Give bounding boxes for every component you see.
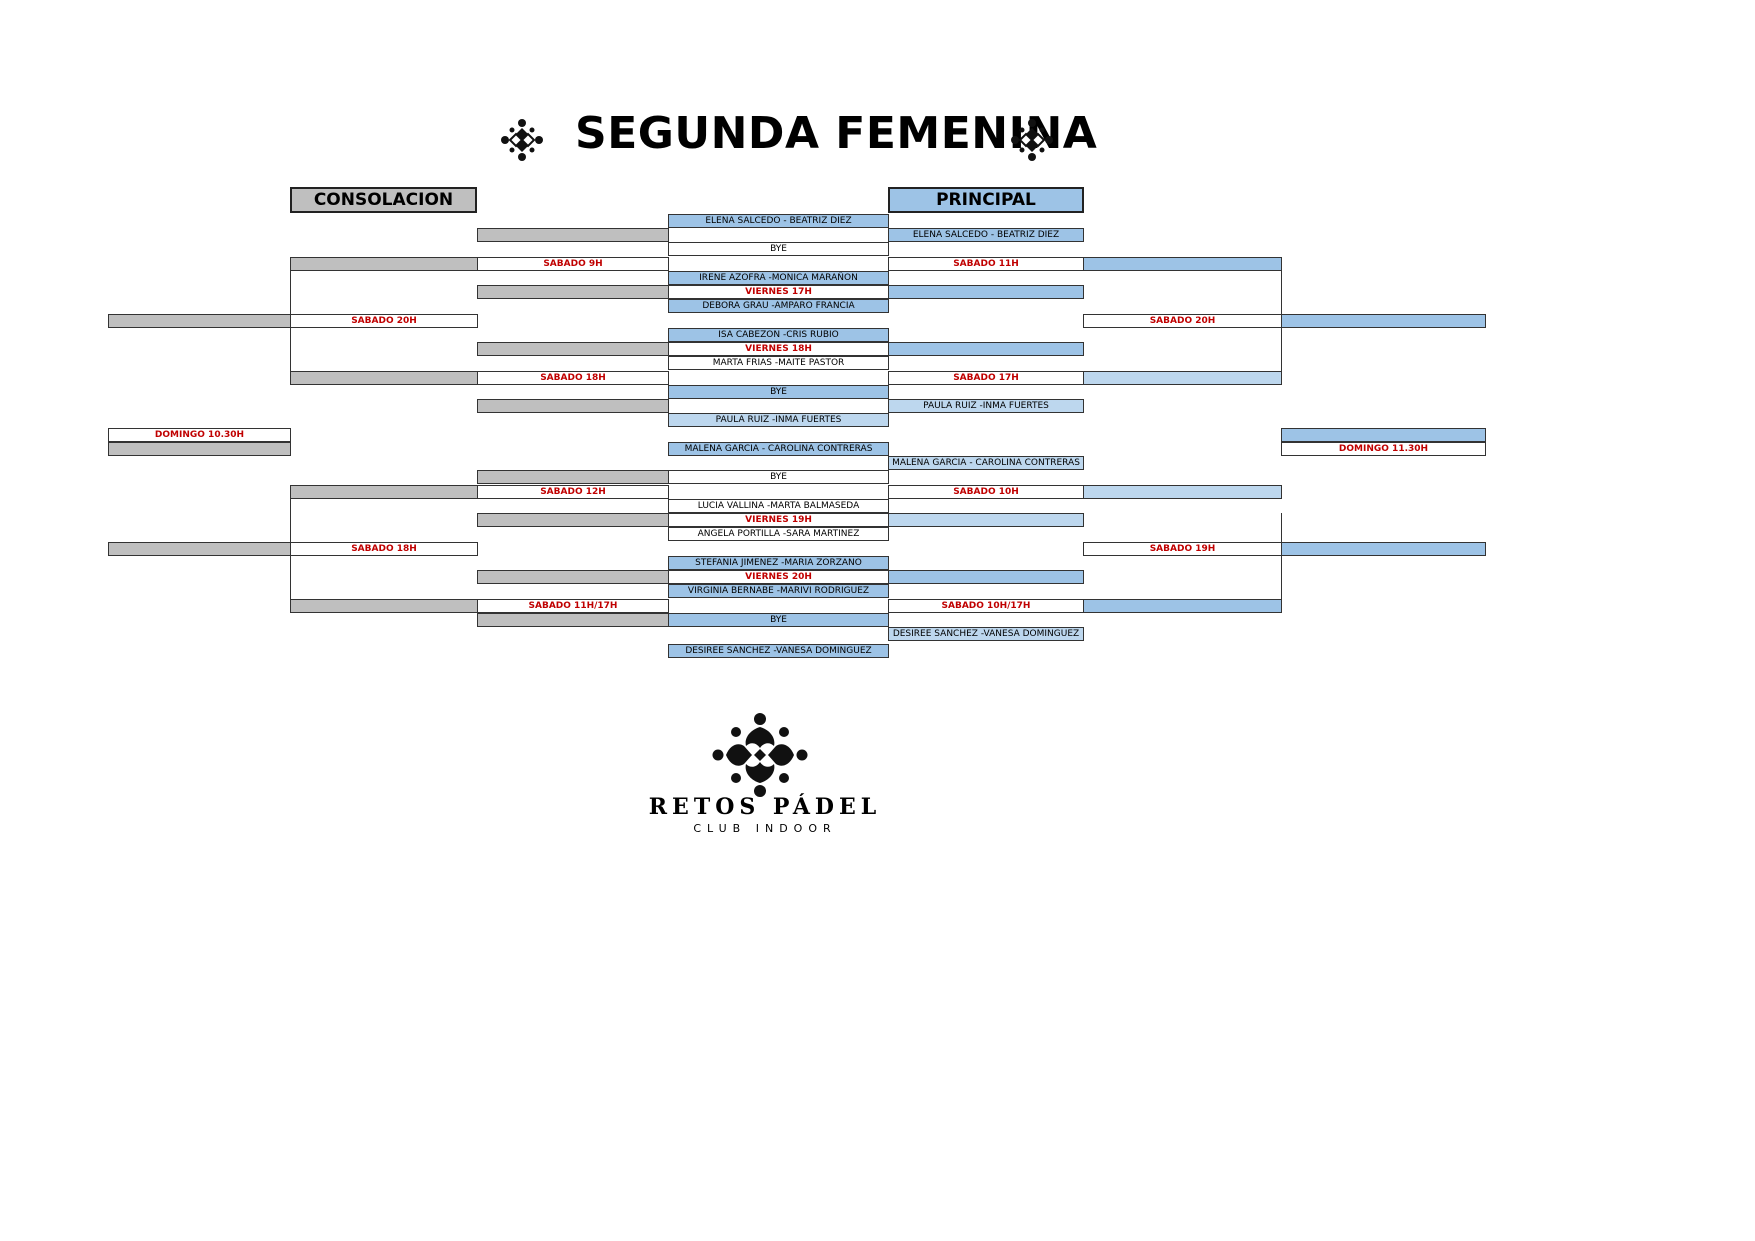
match-time: SABADO 18H: [477, 371, 669, 385]
match-time: DOMINGO 11.30H: [1281, 442, 1486, 456]
main-slot: [888, 342, 1084, 356]
consolation-slot: [108, 314, 291, 328]
ornament-icon: [501, 119, 543, 161]
main-slot: [1083, 485, 1282, 499]
entrant-cell: IRENE AZOFRA -MONICA MARAÑON: [668, 271, 889, 285]
title-row: SEGUNDA FEMENINA: [500, 108, 1097, 168]
main-slot: [888, 513, 1084, 527]
logo-subtitle: CLUB INDOOR: [693, 822, 837, 835]
match-time: SABADO 11H: [888, 257, 1084, 271]
entrant-cell: BYE: [668, 385, 889, 399]
entrant-cell: DEBORA GRAU -AMPARO FRANCIA: [668, 299, 889, 313]
match-time: SABADO 20H: [1083, 314, 1282, 328]
main-header: PRINCIPAL: [888, 187, 1084, 213]
main-slot: [1281, 542, 1486, 556]
entrant-cell: BYE: [668, 470, 889, 484]
consolation-slot: [477, 570, 669, 584]
entrant-cell: BYE: [668, 242, 889, 256]
main-slot: [1083, 599, 1282, 613]
match-time: VIERNES 20H: [668, 570, 889, 584]
entrant-cell: ANGELA PORTILLA -SARA MARTINEZ: [668, 527, 889, 541]
match-time: SABADO 20H: [290, 314, 478, 328]
match-time: SABADO 11H/17H: [477, 599, 669, 613]
entrant-cell: ISA CABEZON -CRIS RUBIO: [668, 328, 889, 342]
match-time: SABADO 10H: [888, 485, 1084, 499]
consolation-slot: [108, 542, 291, 556]
match-time: SABADO 12H: [477, 485, 669, 499]
entrant-cell: MARTA FRIAS -MAITE PASTOR: [668, 356, 889, 370]
entrant-cell: STEFANIA JIMENEZ -MARIA ZORZANO: [668, 556, 889, 570]
match-time: VIERNES 19H: [668, 513, 889, 527]
match-time: SABADO 19H: [1083, 542, 1282, 556]
match-time: DOMINGO 10.30H: [108, 428, 291, 442]
entrant-cell: LUCIA VALLINA -MARTA BALMASEDA: [668, 499, 889, 513]
consolation-slot: [290, 485, 478, 499]
logo-name: RETOS PÁDEL: [648, 794, 882, 820]
consolation-slot: [477, 228, 669, 242]
main-slot: MALENA GARCIA - CAROLINA CONTRERAS: [888, 456, 1084, 470]
consolation-slot: [290, 599, 478, 613]
bracket-line: [1281, 513, 1282, 599]
page-title: SEGUNDA FEMENINA: [575, 108, 1098, 159]
main-slot: ELENA SALCEDO - BEATRIZ DIEZ: [888, 228, 1084, 242]
ornament-icon: [1011, 119, 1053, 161]
entrant-cell: BYE: [668, 613, 889, 627]
consolation-slot: [290, 257, 478, 271]
main-slot: [1083, 371, 1282, 385]
main-slot: [888, 285, 1084, 299]
entrant-cell: PAULA RUIZ -INMA FUERTES: [668, 413, 889, 427]
main-slot: [1281, 314, 1486, 328]
match-time: SABADO 18H: [290, 542, 478, 556]
main-slot: [1281, 428, 1486, 442]
retos-padel-emblem-icon: [712, 713, 808, 797]
match-time: SABADO 9H: [477, 257, 669, 271]
entrant-cell: MALENA GARCIA - CAROLINA CONTRERAS: [668, 442, 889, 456]
main-slot: [888, 570, 1084, 584]
consolation-header: CONSOLACION: [290, 187, 477, 213]
match-time: VIERNES 17H: [668, 285, 889, 299]
club-logo: RETOS PÁDEL CLUB INDOOR: [640, 712, 890, 842]
consolation-slot: [477, 342, 669, 356]
consolation-slot: [477, 285, 669, 299]
match-time: SABADO 17H: [888, 371, 1084, 385]
entrant-cell: DESIREE SANCHEZ -VANESA DOMINGUEZ: [668, 644, 889, 658]
consolation-slot: [290, 371, 478, 385]
match-time: VIERNES 18H: [668, 342, 889, 356]
consolation-slot: [477, 513, 669, 527]
main-slot: [1083, 257, 1282, 271]
consolation-slot: [108, 442, 291, 456]
entrant-cell: ELENA SALCEDO - BEATRIZ DIEZ: [668, 214, 889, 228]
entrant-cell: VIRGINIA BERNABE -MARIVI RODRIGUEZ: [668, 584, 889, 598]
main-slot: DESIREE SANCHEZ -VANESA DOMINGUEZ: [888, 627, 1084, 641]
match-time: SABADO 10H/17H: [888, 599, 1084, 613]
consolation-slot: [477, 613, 669, 627]
consolation-slot: [477, 399, 669, 413]
main-slot: PAULA RUIZ -INMA FUERTES: [888, 399, 1084, 413]
consolation-slot: [477, 470, 669, 484]
